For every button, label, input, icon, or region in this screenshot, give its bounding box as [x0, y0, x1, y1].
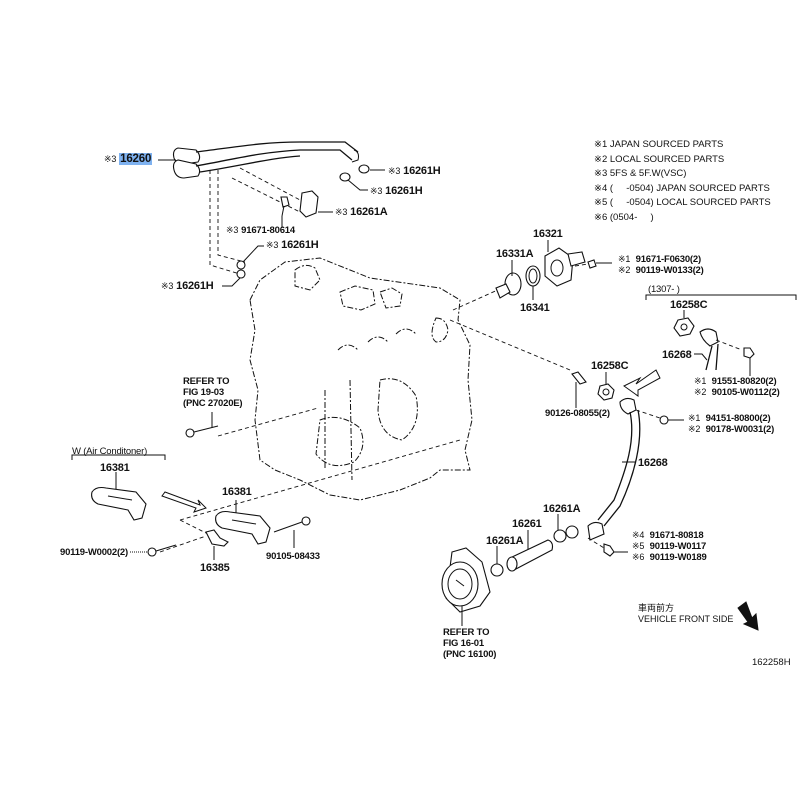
gasket-16341[interactable]: [525, 265, 541, 287]
callout-16321[interactable]: 16321: [533, 228, 563, 240]
callout-16385[interactable]: 16385: [200, 562, 230, 574]
callout-16381-left[interactable]: 16381: [100, 462, 130, 474]
clamp-16261A-right[interactable]: [553, 529, 567, 543]
callout-16381[interactable]: 16381: [222, 486, 252, 498]
date-range-1307: (1307- ): [648, 284, 680, 295]
callout-16268-nuts[interactable]: ※1 94151-80800(2) ※2 90178-W0031(2): [688, 413, 775, 435]
water-pipe-16268[interactable]: [587, 397, 641, 541]
callout-90105-08433[interactable]: 90105-08433: [266, 551, 320, 562]
legend-item-6: ※6 (0504- ): [594, 211, 654, 223]
stud-90126-08055[interactable]: [571, 371, 587, 385]
bolt-inlet[interactable]: [587, 259, 597, 269]
direction-arrow: [623, 369, 661, 397]
engine-block: [249, 257, 473, 501]
callout-bottom-bolts[interactable]: ※4 91671-80818 ※5 90119-W0117 ※6 90119-W…: [632, 530, 707, 563]
callout-16341[interactable]: 16341: [520, 302, 550, 314]
thermostat-16331A[interactable]: [495, 272, 522, 299]
legend-item-3: ※3 5FS & 5F.W(VSC): [594, 168, 687, 180]
bracket-1307: [645, 294, 797, 300]
bolt-bottom[interactable]: [603, 543, 615, 557]
nut-16268[interactable]: [659, 415, 669, 425]
clamp-16261A-left[interactable]: [490, 563, 504, 577]
bracket-16381[interactable]: [215, 510, 271, 545]
callout-90126-08055[interactable]: 90126-08055(2): [545, 408, 610, 419]
bracket-16261A[interactable]: [299, 190, 319, 218]
vehicle-front-arrow: [737, 601, 759, 631]
bolt-91671-80614[interactable]: [280, 196, 290, 217]
bolt-90119-W0002[interactable]: [147, 544, 177, 557]
bolt-16268-right[interactable]: [743, 347, 755, 359]
callout-16260-part[interactable]: 16260: [119, 153, 153, 165]
callout-16261[interactable]: 16261: [512, 518, 542, 530]
vehicle-front-jp: 車両前方: [638, 603, 675, 613]
callout-16258C[interactable]: 16258C: [591, 360, 629, 372]
pipe-16268-right[interactable]: [699, 328, 719, 371]
callout-16258C-right[interactable]: 16258C: [670, 299, 708, 311]
callout-16261A-right[interactable]: 16261A: [543, 503, 581, 515]
water-inlet-16321[interactable]: [544, 247, 586, 287]
bolt-90105-08433[interactable]: [273, 516, 311, 533]
legend: ※1 JAPAN SOURCED PARTS ※2 LOCAL SOURCED …: [594, 138, 771, 226]
pipe-end: [565, 525, 579, 539]
callout-16331A[interactable]: 16331A: [496, 248, 534, 260]
clamp-16261H-lower[interactable]: [236, 260, 246, 279]
transition-arrow: [161, 491, 207, 513]
bracket-16385[interactable]: [205, 529, 229, 547]
refer-fig-16-01[interactable]: REFER TO FIG 16-01 (PNC 16100): [443, 627, 497, 660]
callout-16268-right[interactable]: 16268: [662, 349, 692, 361]
bolt-refer-19-03[interactable]: [185, 425, 219, 438]
clamp-16261H-top[interactable]: [339, 164, 370, 182]
callout-inlet-bolts[interactable]: ※1 91671-F0630(2) ※2 90119-W0133(2): [618, 254, 704, 276]
nut-16258C[interactable]: [597, 383, 615, 401]
callout-16268-right-bolts[interactable]: ※1 91551-80820(2) ※2 90105-W0112(2): [694, 376, 780, 398]
hose-16261[interactable]: [506, 539, 554, 572]
callout-90119-W0002[interactable]: 90119-W0002(2): [60, 547, 128, 558]
figure-number: 162258H: [752, 657, 791, 668]
bracket-16381-left[interactable]: [91, 486, 147, 521]
callout-16261A-left[interactable]: 16261A: [486, 535, 524, 547]
air-conditioner-label: W (Air Conditoner): [72, 446, 148, 457]
vehicle-front-en: VEHICLE FRONT SIDE: [638, 614, 734, 624]
water-bypass-pipe-16260[interactable]: [172, 141, 359, 179]
nut-16258C-right[interactable]: [673, 317, 695, 337]
legend-item-2: ※2 LOCAL SOURCED PARTS: [594, 153, 725, 165]
legend-item-5: ※5 ( -0504) LOCAL SOURCED PARTS: [594, 197, 771, 209]
vehicle-front-label: 車両前方 VEHICLE FRONT SIDE: [638, 603, 733, 625]
legend-item-4: ※4 ( -0504) JAPAN SOURCED PARTS: [594, 182, 770, 194]
water-pump[interactable]: [441, 547, 491, 613]
refer-fig-19-03[interactable]: REFER TO FIG 19-03 (PNC 27020E): [183, 376, 243, 409]
legend-item-1: ※1 JAPAN SOURCED PARTS: [594, 139, 724, 150]
callout-16268[interactable]: 16268: [638, 457, 668, 469]
bracket-air-conditioner: [71, 454, 166, 460]
